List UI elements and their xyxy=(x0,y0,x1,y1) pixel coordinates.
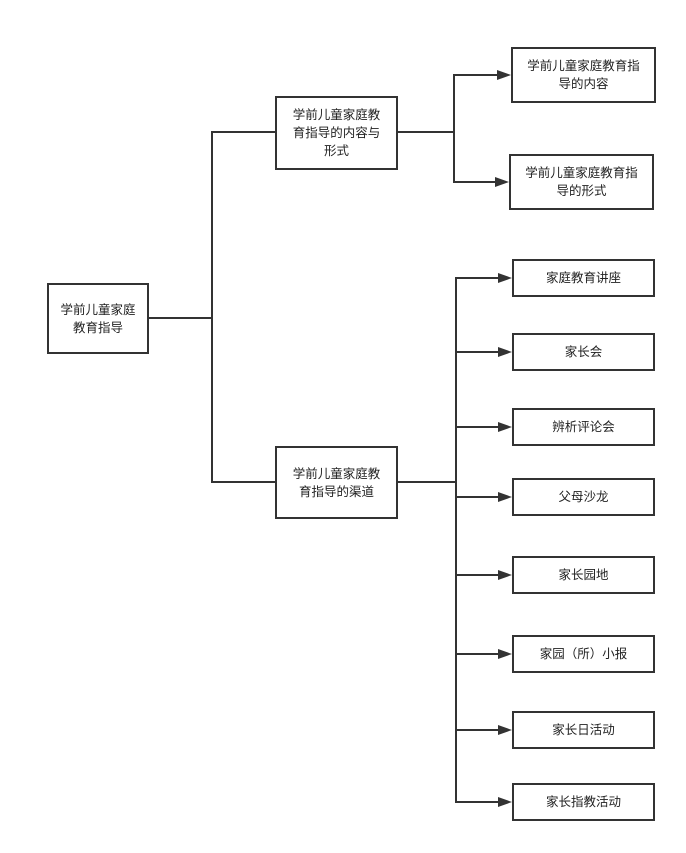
arrowhead-channels-debate xyxy=(498,422,512,432)
node-newsletter-label: 家园（所）小报 xyxy=(539,646,628,661)
arrowhead-content_form-content xyxy=(497,70,511,80)
node-newsletter: 家园（所）小报 xyxy=(512,635,655,673)
arrowhead-channels-open_day xyxy=(498,725,512,735)
node-open-day-label: 家长日活动 xyxy=(552,722,615,737)
node-garden: 家长园地 xyxy=(512,556,655,594)
node-root: 学前儿童家庭教育指导 xyxy=(47,283,149,354)
node-salon: 父母沙龙 xyxy=(512,478,655,516)
node-root-label: 学前儿童家庭教育指导 xyxy=(60,301,136,335)
connector-channels-newsletter xyxy=(398,481,500,655)
node-open-day: 家长日活动 xyxy=(512,711,655,749)
arrowhead-channels-lecture xyxy=(498,273,512,283)
node-channels: 学前儿童家庭教育指导的渠道 xyxy=(275,446,398,519)
connector-channels-debate xyxy=(398,426,500,483)
node-guidance-label: 家长指教活动 xyxy=(545,794,621,809)
connector-channels-garden xyxy=(398,481,500,576)
connector-channels-open_day xyxy=(398,481,500,731)
node-parent-meeting: 家长会 xyxy=(512,333,655,371)
arrowhead-content_form-form xyxy=(495,177,509,187)
node-content: 学前儿童家庭教育指导的内容 xyxy=(511,47,656,103)
connector-channels-salon xyxy=(398,481,500,498)
node-lecture: 家庭教育讲座 xyxy=(512,259,655,297)
node-lecture-label: 家庭教育讲座 xyxy=(545,270,621,285)
node-parent-meeting-label: 家长会 xyxy=(564,344,603,359)
node-debate-label: 辨析评论会 xyxy=(552,419,615,434)
arrowhead-channels-newsletter xyxy=(498,649,512,659)
connector-content_form-content xyxy=(398,74,499,133)
node-garden-label: 家长园地 xyxy=(558,567,609,582)
node-guidance: 家长指教活动 xyxy=(512,783,655,821)
connector-channels-parent_meeting xyxy=(398,351,500,483)
arrowhead-channels-garden xyxy=(498,570,512,580)
arrowhead-channels-salon xyxy=(498,492,512,502)
arrowhead-channels-guidance xyxy=(498,797,512,807)
node-content-form: 学前儿童家庭教育指导的内容与形式 xyxy=(275,96,398,170)
node-content-label: 学前儿童家庭教育指导的内容 xyxy=(527,58,640,91)
connector-content_form-form xyxy=(398,131,497,183)
connector-channels-lecture xyxy=(398,277,500,483)
node-debate: 辨析评论会 xyxy=(512,408,655,446)
node-form-label: 学前儿童家庭教育指导的形式 xyxy=(525,165,638,198)
arrowhead-channels-parent_meeting xyxy=(498,347,512,357)
node-content-form-label: 学前儿童家庭教育指导的内容与形式 xyxy=(292,107,381,158)
node-channels-label: 学前儿童家庭教育指导的渠道 xyxy=(292,465,381,499)
connector-channels-guidance xyxy=(398,481,500,803)
node-form: 学前儿童家庭教育指导的形式 xyxy=(509,154,654,210)
node-salon-label: 父母沙龙 xyxy=(558,489,609,504)
